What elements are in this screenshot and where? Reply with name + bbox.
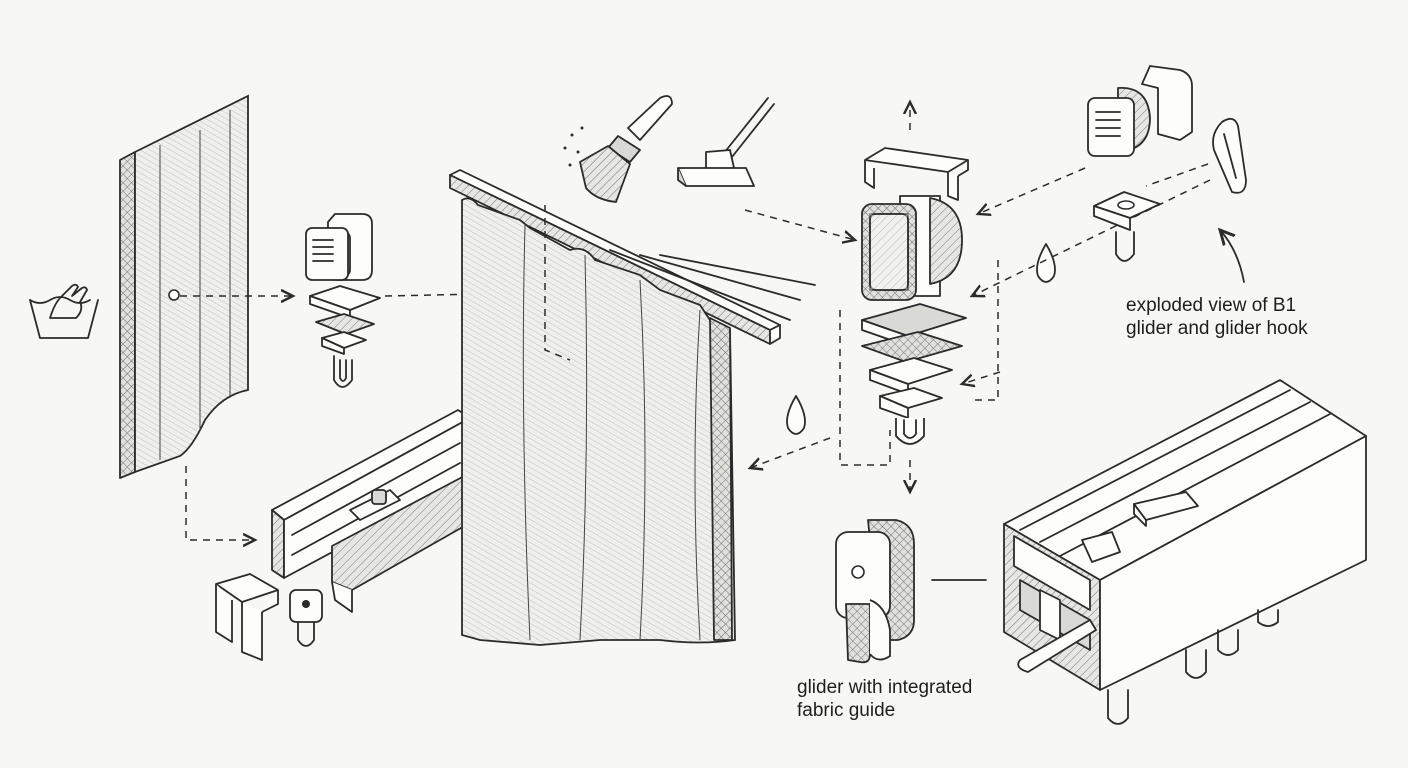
glider-icon	[305, 213, 381, 388]
exploded-glider	[839, 102, 999, 492]
large-track-profile	[1003, 379, 1367, 725]
track-profile	[271, 409, 471, 613]
vacuum-nozzle-icon	[677, 97, 775, 187]
exploded-view-label: exploded view of B1 glider and glider ho…	[1126, 294, 1308, 340]
integrated-guide-glider	[835, 519, 987, 664]
water-drop-icon	[1036, 243, 1056, 283]
fabric-panel	[119, 94, 249, 479]
b1-glider-parts	[1087, 65, 1247, 283]
brush-icon	[563, 95, 673, 203]
hand-wash-icon	[29, 283, 99, 339]
integrated-guide-label-line2: fabric guide	[797, 700, 896, 721]
exploded-view-label-line2: glider and glider hook	[1126, 318, 1308, 339]
small-glider-icon	[289, 589, 323, 647]
integrated-guide-label-line1: glider with integrated	[797, 677, 973, 698]
exploded-view-label-line1: exploded view of B1	[1126, 295, 1297, 316]
water-drop-icon	[786, 395, 806, 435]
integrated-guide-label: glider with integrated fabric guide	[797, 676, 972, 722]
curtain	[461, 197, 736, 646]
end-cap-icon	[215, 573, 279, 661]
